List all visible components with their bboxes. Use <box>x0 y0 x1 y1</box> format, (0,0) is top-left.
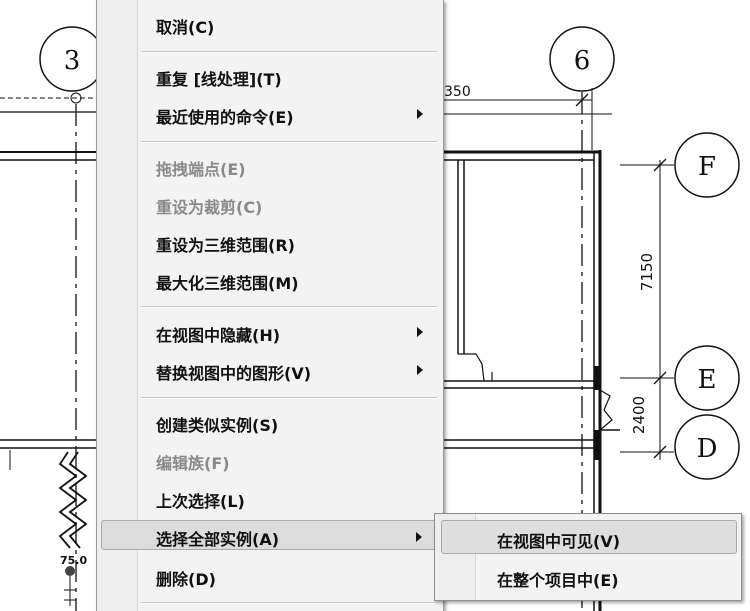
wall-left <box>0 111 96 470</box>
svg-text:75.0: 75.0 <box>60 554 87 567</box>
svg-text:7150: 7150 <box>638 253 656 291</box>
dimension-2400: 2400 <box>620 396 674 459</box>
menu-item-label: 取消(C) <box>156 18 215 37</box>
menu-item-label: 上次选择(L) <box>156 492 245 511</box>
grid-bubble-E: E <box>674 345 740 411</box>
menu-item-create-similar[interactable]: 创建类似实例(S) <box>101 406 439 436</box>
menu-item-previous-selection[interactable]: 上次选择(L) <box>101 482 439 512</box>
menu-separator <box>141 306 437 308</box>
grid-bubble-D: D <box>674 414 740 480</box>
submenu-select-all-instances: 在视图中可见(V) 在整个项目中(E) <box>434 513 742 601</box>
menu-item-select-all-instances[interactable]: 选择全部实例(A) <box>101 520 439 550</box>
menu-item-label: 最近使用的命令(E) <box>156 108 294 127</box>
submenu-arrow-icon <box>417 327 423 337</box>
elevation-tag: 75.0 <box>60 554 87 606</box>
menu-item-label: 重设为裁剪(C) <box>156 198 263 217</box>
menu-item-edit-family[interactable]: 编辑族(F) <box>101 444 439 474</box>
svg-text:350: 350 <box>444 84 471 100</box>
submenu-arrow-icon <box>417 109 423 119</box>
menu-item-override-graphics[interactable]: 替换视图中的图形(V) <box>101 354 439 384</box>
svg-text:3: 3 <box>64 46 81 76</box>
menu-item-hide-in-view[interactable]: 在视图中隐藏(H) <box>101 316 439 346</box>
context-menu: 取消(C) 重复 [线处理](T) 最近使用的命令(E) 拖拽端点(E) 重设为… <box>96 0 444 611</box>
menu-separator <box>141 602 437 604</box>
menu-separator <box>141 51 437 53</box>
menu-item-label: 重复 [线处理](T) <box>156 70 282 89</box>
grid-bubble-3: 3 <box>39 26 105 92</box>
submenu-item-visible-in-view[interactable]: 在视图中可见(V) <box>441 520 737 554</box>
submenu-arrow-icon <box>417 365 423 375</box>
menu-item-label: 编辑族(F) <box>156 454 230 473</box>
break-line-symbol-2 <box>68 451 88 549</box>
menu-separator <box>141 397 437 399</box>
grid-bubble-F: F <box>674 132 740 198</box>
menu-item-label: 重设为三维范围(R) <box>156 236 295 255</box>
svg-text:6: 6 <box>574 46 591 76</box>
menu-item-reset-to-crop[interactable]: 重设为裁剪(C) <box>101 188 439 218</box>
menu-item-reset-3d-extents[interactable]: 重设为三维范围(R) <box>101 226 439 256</box>
submenu-item-label: 在视图中可见(V) <box>497 532 621 551</box>
menu-item-label: 拖拽端点(E) <box>156 160 246 179</box>
menu-item-cancel[interactable]: 取消(C) <box>101 8 439 38</box>
svg-text:E: E <box>698 365 717 395</box>
menu-item-label: 创建类似实例(S) <box>156 416 279 435</box>
menu-item-label: 在视图中隐藏(H) <box>156 326 281 345</box>
menu-item-drag-endpoint[interactable]: 拖拽端点(E) <box>101 150 439 180</box>
menu-item-label: 最大化三维范围(M) <box>156 274 299 293</box>
menu-item-label: 选择全部实例(A) <box>156 530 280 549</box>
menu-item-label: 删除(D) <box>156 570 216 589</box>
menu-item-label: 替换视图中的图形(V) <box>156 364 312 383</box>
grid-bubble-6: 6 <box>549 26 615 92</box>
menu-item-recent-commands[interactable]: 最近使用的命令(E) <box>101 98 439 128</box>
svg-text:F: F <box>698 152 716 182</box>
svg-text:D: D <box>697 434 718 464</box>
menu-separator <box>141 141 437 143</box>
menu-icon-gutter <box>97 0 138 611</box>
menu-item-maximize-3d-extents[interactable]: 最大化三维范围(M) <box>101 264 439 294</box>
break-line-symbol <box>58 451 78 549</box>
submenu-item-in-entire-project[interactable]: 在整个项目中(E) <box>441 559 737 593</box>
submenu-arrow-icon <box>416 532 422 542</box>
dimension-350: 350 <box>442 84 593 150</box>
menu-item-repeat[interactable]: 重复 [线处理](T) <box>101 60 439 90</box>
menu-item-delete[interactable]: 删除(D) <box>101 560 439 590</box>
dimension-7150: 7150 <box>620 158 674 460</box>
svg-text:2400: 2400 <box>630 396 648 434</box>
submenu-item-label: 在整个项目中(E) <box>497 571 619 590</box>
